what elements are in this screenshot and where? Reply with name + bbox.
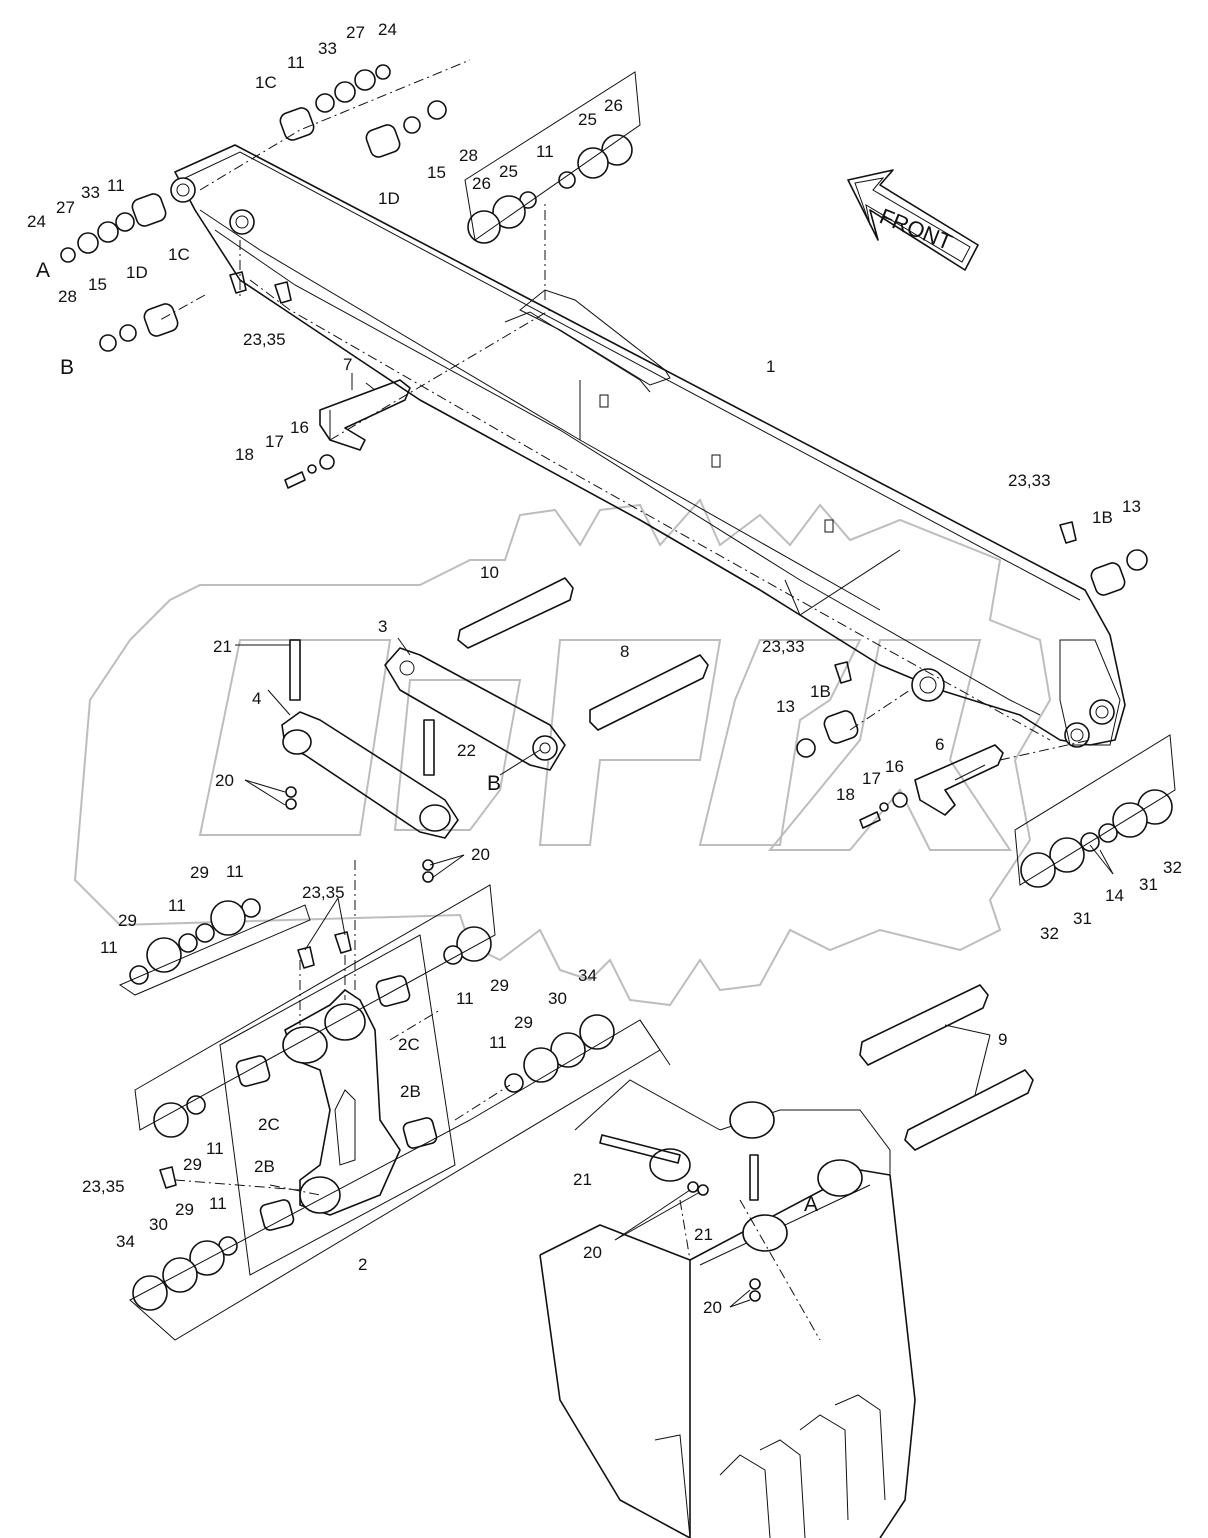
callout-2: 2	[358, 1255, 367, 1274]
callout-1d: 1D	[378, 189, 400, 208]
callout-labels: 1 1B 1B 1C 1C 1D 1D 2 2B 2B 2C 2C 3 4 6 …	[27, 20, 1182, 1317]
callout-18: 18	[235, 445, 254, 464]
rings-bushings	[60, 64, 1173, 1311]
callout-10: 10	[480, 563, 499, 582]
arm-assembly	[170, 144, 1126, 748]
callout-17: 17	[265, 432, 284, 451]
callout-29: 29	[175, 1200, 194, 1219]
bucket	[539, 1101, 916, 1538]
callout-11: 11	[226, 862, 244, 881]
callout-2c: 2C	[258, 1115, 280, 1134]
callout-24: 24	[378, 20, 397, 39]
callout-23-33: 23,33	[1008, 471, 1051, 490]
callout-1d: 1D	[126, 263, 148, 282]
callout-25: 25	[578, 110, 597, 129]
callout-31: 31	[1139, 875, 1158, 894]
callout-1b: 1B	[810, 682, 831, 701]
callout-25: 25	[499, 162, 518, 181]
callout-14: 14	[1105, 886, 1124, 905]
callout-33: 33	[318, 39, 337, 58]
callout-9: 9	[998, 1030, 1007, 1049]
callout-33: 33	[81, 183, 100, 202]
callout-4: 4	[252, 689, 261, 708]
callout-23-35: 23,35	[302, 883, 345, 902]
callout-23-35: 23,35	[82, 1177, 125, 1196]
callout-34: 34	[578, 966, 597, 985]
callout-29: 29	[514, 1013, 533, 1032]
callout-16: 16	[885, 757, 904, 776]
callout-6: 6	[935, 735, 944, 754]
callout-11: 11	[107, 176, 125, 195]
callout-21: 21	[694, 1225, 713, 1244]
callout-11: 11	[206, 1139, 224, 1158]
callout-11: 11	[209, 1194, 227, 1213]
callout-11: 11	[168, 896, 186, 915]
group-brackets	[118, 71, 1176, 1341]
callout-20: 20	[703, 1298, 722, 1317]
callout-11: 11	[456, 989, 474, 1008]
callout-17: 17	[862, 769, 881, 788]
fasteners	[159, 271, 1077, 1302]
callout-29: 29	[190, 863, 209, 882]
callout-b: B	[60, 356, 74, 379]
callout-20: 20	[215, 771, 234, 790]
callout-31: 31	[1073, 909, 1092, 928]
callout-23-35: 23,35	[243, 330, 286, 349]
leader-lines	[159, 59, 1114, 1341]
link-4	[281, 711, 459, 839]
callout-30: 30	[149, 1215, 168, 1234]
callout-11: 11	[100, 938, 118, 957]
pins	[319, 379, 1034, 1151]
callout-8: 8	[620, 642, 629, 661]
callout-27: 27	[346, 23, 365, 42]
callout-21: 21	[213, 637, 232, 656]
callout-29: 29	[490, 976, 509, 995]
callout-1c: 1C	[168, 245, 190, 264]
callout-11: 11	[489, 1033, 507, 1052]
callout-a: A	[804, 1193, 818, 1216]
callout-2b: 2B	[254, 1157, 275, 1176]
callout-1b: 1B	[1092, 508, 1113, 527]
callout-15: 15	[427, 163, 446, 182]
callout-32: 32	[1040, 924, 1059, 943]
callout-21: 21	[573, 1170, 592, 1189]
callout-15: 15	[88, 275, 107, 294]
callout-20: 20	[471, 845, 490, 864]
callout-a: A	[36, 259, 50, 282]
callout-7: 7	[343, 355, 352, 374]
link-2-assembly	[219, 934, 456, 1276]
callout-26: 26	[604, 96, 623, 115]
callout-28: 28	[459, 146, 478, 165]
callout-27: 27	[56, 198, 75, 217]
callout-34: 34	[116, 1232, 135, 1251]
callout-23-33: 23,33	[762, 637, 805, 656]
callout-b: B	[487, 772, 501, 795]
callout-3: 3	[378, 617, 387, 636]
callout-18: 18	[836, 785, 855, 804]
callout-22: 22	[457, 741, 476, 760]
callout-1c: 1C	[255, 73, 277, 92]
callout-13: 13	[776, 697, 795, 716]
callout-32: 32	[1163, 858, 1182, 877]
callout-30: 30	[548, 989, 567, 1008]
callout-2c: 2C	[398, 1035, 420, 1054]
callout-29: 29	[183, 1155, 202, 1174]
callout-20: 20	[583, 1243, 602, 1262]
callout-2b: 2B	[400, 1082, 421, 1101]
callout-11: 11	[287, 53, 305, 72]
callout-29: 29	[118, 911, 137, 930]
front-label: FRONT	[876, 203, 956, 255]
callout-1: 1	[766, 357, 775, 376]
callout-13: 13	[1122, 497, 1141, 516]
callout-11: 11	[536, 142, 554, 161]
callout-28: 28	[58, 287, 77, 306]
callout-26: 26	[472, 174, 491, 193]
front-arrow: FRONT	[847, 169, 979, 271]
callout-16: 16	[290, 418, 309, 437]
callout-24: 24	[27, 212, 46, 231]
